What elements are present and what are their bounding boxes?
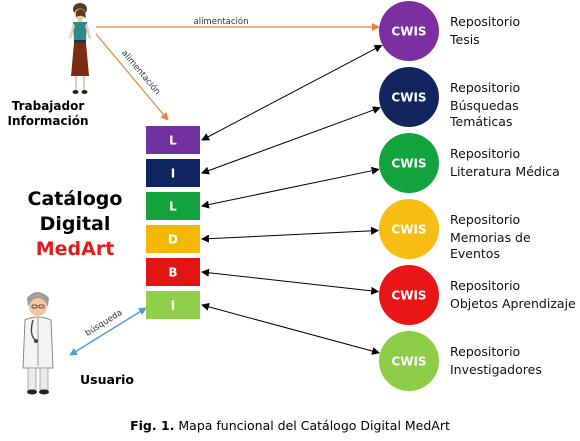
connector-0 [201,44,383,141]
repository-badge-1: CWIS [391,91,426,105]
catalog-block-letter-4: B [168,266,177,280]
catalog-block-letter-0: L [169,134,177,148]
repository-circle-4 [379,265,439,325]
catalog-block-letter-1: I [171,167,175,181]
repository-list: CWIS CWIS CWIS CWIS CWIS CWIS [379,1,439,391]
repository-label-3-line1: Repositorio [450,212,521,227]
repository-badge-4: CWIS [391,289,426,303]
feed-arrow-to-catalog [95,33,169,121]
connector-1 [201,106,381,175]
repository-circle-0 [379,1,439,61]
user-label: Usuario [80,372,134,387]
repository-label-2-line1: Repositorio [450,146,521,161]
catalog-title-line1: Catálogo [27,188,123,210]
catalog-block-letter-5: I [171,299,175,313]
catalog-block-1 [146,159,200,187]
user-doctor-icon [22,292,54,395]
catalog-title-line2: Digital [39,213,111,235]
connector-group [201,44,383,355]
connector-2 [201,166,380,209]
repository-circle-2 [379,133,439,193]
repository-badge-5: CWIS [391,355,426,369]
catalog-block-letter-3: D [168,233,178,247]
figure-caption: Fig. 1. Mapa funcional del Catálogo Digi… [0,418,580,433]
worker-label-line2: Información [7,114,89,128]
repository-label-5-line2: Investigadores [450,362,542,377]
repository-circle-3 [379,199,439,259]
catalog-block-0 [146,126,200,154]
repository-badge-0: CWIS [391,25,426,39]
repository-label-4-line2: Objetos Aprendizaje [450,296,576,311]
connector-3 [201,226,380,243]
worker-label-line1: Trabajador [11,99,85,113]
repository-label-2-line2: Literatura Médica [450,164,560,179]
connector-4 [201,268,380,295]
repository-label-1-line2: Búsquedas Temáticas [450,98,519,129]
search-arrow [69,307,147,356]
catalog-block-stack: L I L D B I [146,126,200,319]
information-worker-icon [69,3,91,94]
feed-label-diagonal: alimentación [119,48,163,97]
repository-label-5-line1: Repositorio [450,344,521,359]
repository-badge-2: CWIS [391,157,426,171]
feed-label-horizontal: alimentación [194,16,249,27]
caption-prefix: Fig. 1. [130,418,175,433]
catalog-block-2 [146,192,200,220]
repository-circle-5 [379,331,439,391]
catalog-block-letter-2: L [169,200,177,214]
caption-text: Mapa funcional del Catálogo Digital MedA… [174,418,450,433]
catalog-block-3 [146,225,200,253]
repository-label-4-line1: Repositorio [450,278,521,293]
catalog-block-5 [146,291,200,319]
repository-label-0-line2: Tesis [450,32,480,47]
repository-label-3-line2: Memorias de Eventos [450,230,531,261]
connector-5 [201,302,381,355]
catalog-title-line3: MedArt [35,238,115,260]
catalog-block-4 [146,258,200,286]
repository-badge-3: CWIS [391,223,426,237]
repository-label-1-line1: Repositorio [450,80,521,95]
repository-label-0-line1: Repositorio [450,14,521,29]
repository-circle-1 [379,67,439,127]
